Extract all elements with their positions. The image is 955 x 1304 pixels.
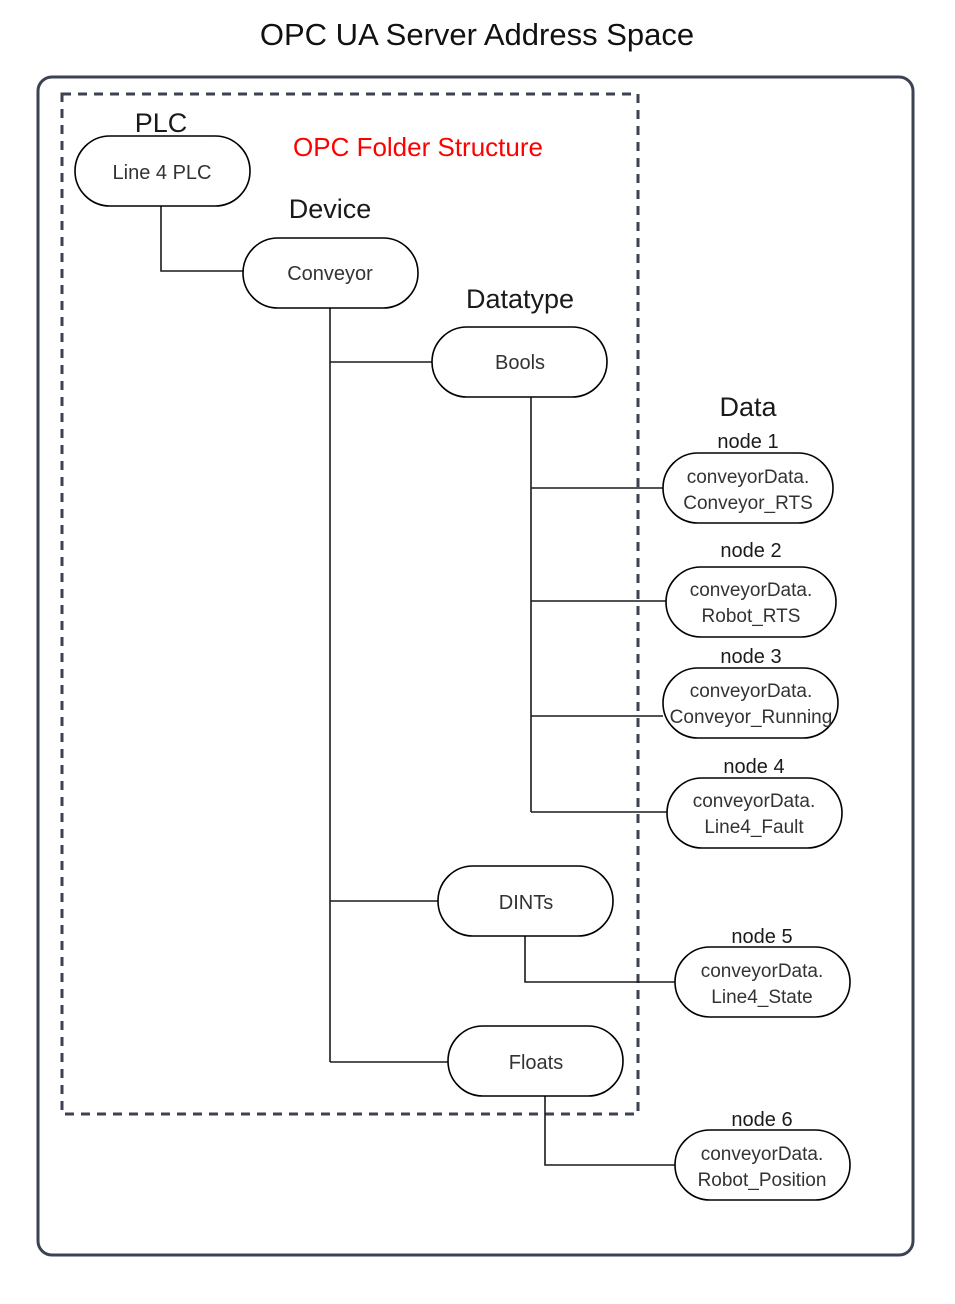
data-node-3-line1: conveyorData. [690,681,813,702]
node-floats[interactable]: Floats [447,1025,624,1097]
data-node-6-shape[interactable] [674,1129,851,1201]
data-node-6[interactable]: node 6 conveyorData. Robot_Position [674,1109,851,1201]
node-floats-label: Floats [509,1052,563,1074]
data-node-3-shape[interactable] [662,667,839,739]
column-label-plc: PLC [135,108,188,138]
page-title: OPC UA Server Address Space [260,17,694,52]
node-floats-shape[interactable] [447,1025,624,1097]
edge-dints-to-node5 [524,936,675,983]
data-node-5-caption: node 5 [731,926,792,948]
node-bools-label: Bools [495,352,545,374]
data-node-4-line1: conveyorData. [693,791,816,812]
data-node-2-shape[interactable] [665,566,837,638]
node-dints-shape[interactable] [437,865,614,937]
node-dints[interactable]: DINTs [437,865,614,937]
folder-structure-annotation: OPC Folder Structure [293,132,543,162]
data-node-5-line2: Line4_State [711,987,812,1008]
data-node-2-line1: conveyorData. [690,580,813,601]
node-bools[interactable]: Bools [431,326,608,398]
node-line4-plc-shape[interactable] [74,135,251,207]
data-node-1-line2: Conveyor_RTS [683,493,813,514]
data-node-6-caption: node 6 [731,1109,792,1131]
data-node-4[interactable]: node 4 conveyorData. Line4_Fault [666,756,843,849]
data-node-5-line1: conveyorData. [701,961,824,982]
data-node-3-line2: Conveyor_Running [670,707,833,728]
data-node-4-line2: Line4_Fault [704,817,804,838]
column-label-datatype: Datatype [466,284,574,314]
data-node-1-line1: conveyorData. [687,467,810,488]
node-line4-plc-label: Line 4 PLC [113,162,212,184]
data-node-6-line2: Robot_Position [698,1170,827,1191]
data-node-5[interactable]: node 5 conveyorData. Line4_State [674,926,851,1018]
data-node-2-line2: Robot_RTS [702,606,801,627]
column-label-device: Device [289,194,372,224]
data-node-3-caption: node 3 [720,646,781,668]
edge-floats-to-node6 [544,1096,675,1166]
data-node-1-caption: node 1 [717,431,778,453]
node-bools-shape[interactable] [431,326,608,398]
node-conveyor[interactable]: Conveyor [242,237,419,309]
node-conveyor-label: Conveyor [287,263,373,285]
data-node-1-shape[interactable] [662,452,834,524]
data-node-6-line1: conveyorData. [701,1144,824,1165]
data-node-4-shape[interactable] [666,777,843,849]
data-node-5-shape[interactable] [674,946,851,1018]
edge-plc-to-conveyor [160,205,243,272]
node-conveyor-shape[interactable] [242,237,419,309]
folder-structure-dashed-frame [60,92,640,1116]
column-label-data: Data [719,392,777,422]
node-line4-plc[interactable]: Line 4 PLC [74,135,251,207]
data-node-3[interactable]: node 3 conveyorData. Conveyor_Running [662,646,839,739]
data-node-2-caption: node 2 [720,540,781,562]
data-node-2[interactable]: node 2 conveyorData. Robot_RTS [665,540,837,638]
data-node-1[interactable]: node 1 conveyorData. Conveyor_RTS [662,431,834,524]
node-dints-label: DINTs [499,892,553,914]
data-node-4-caption: node 4 [723,756,784,778]
